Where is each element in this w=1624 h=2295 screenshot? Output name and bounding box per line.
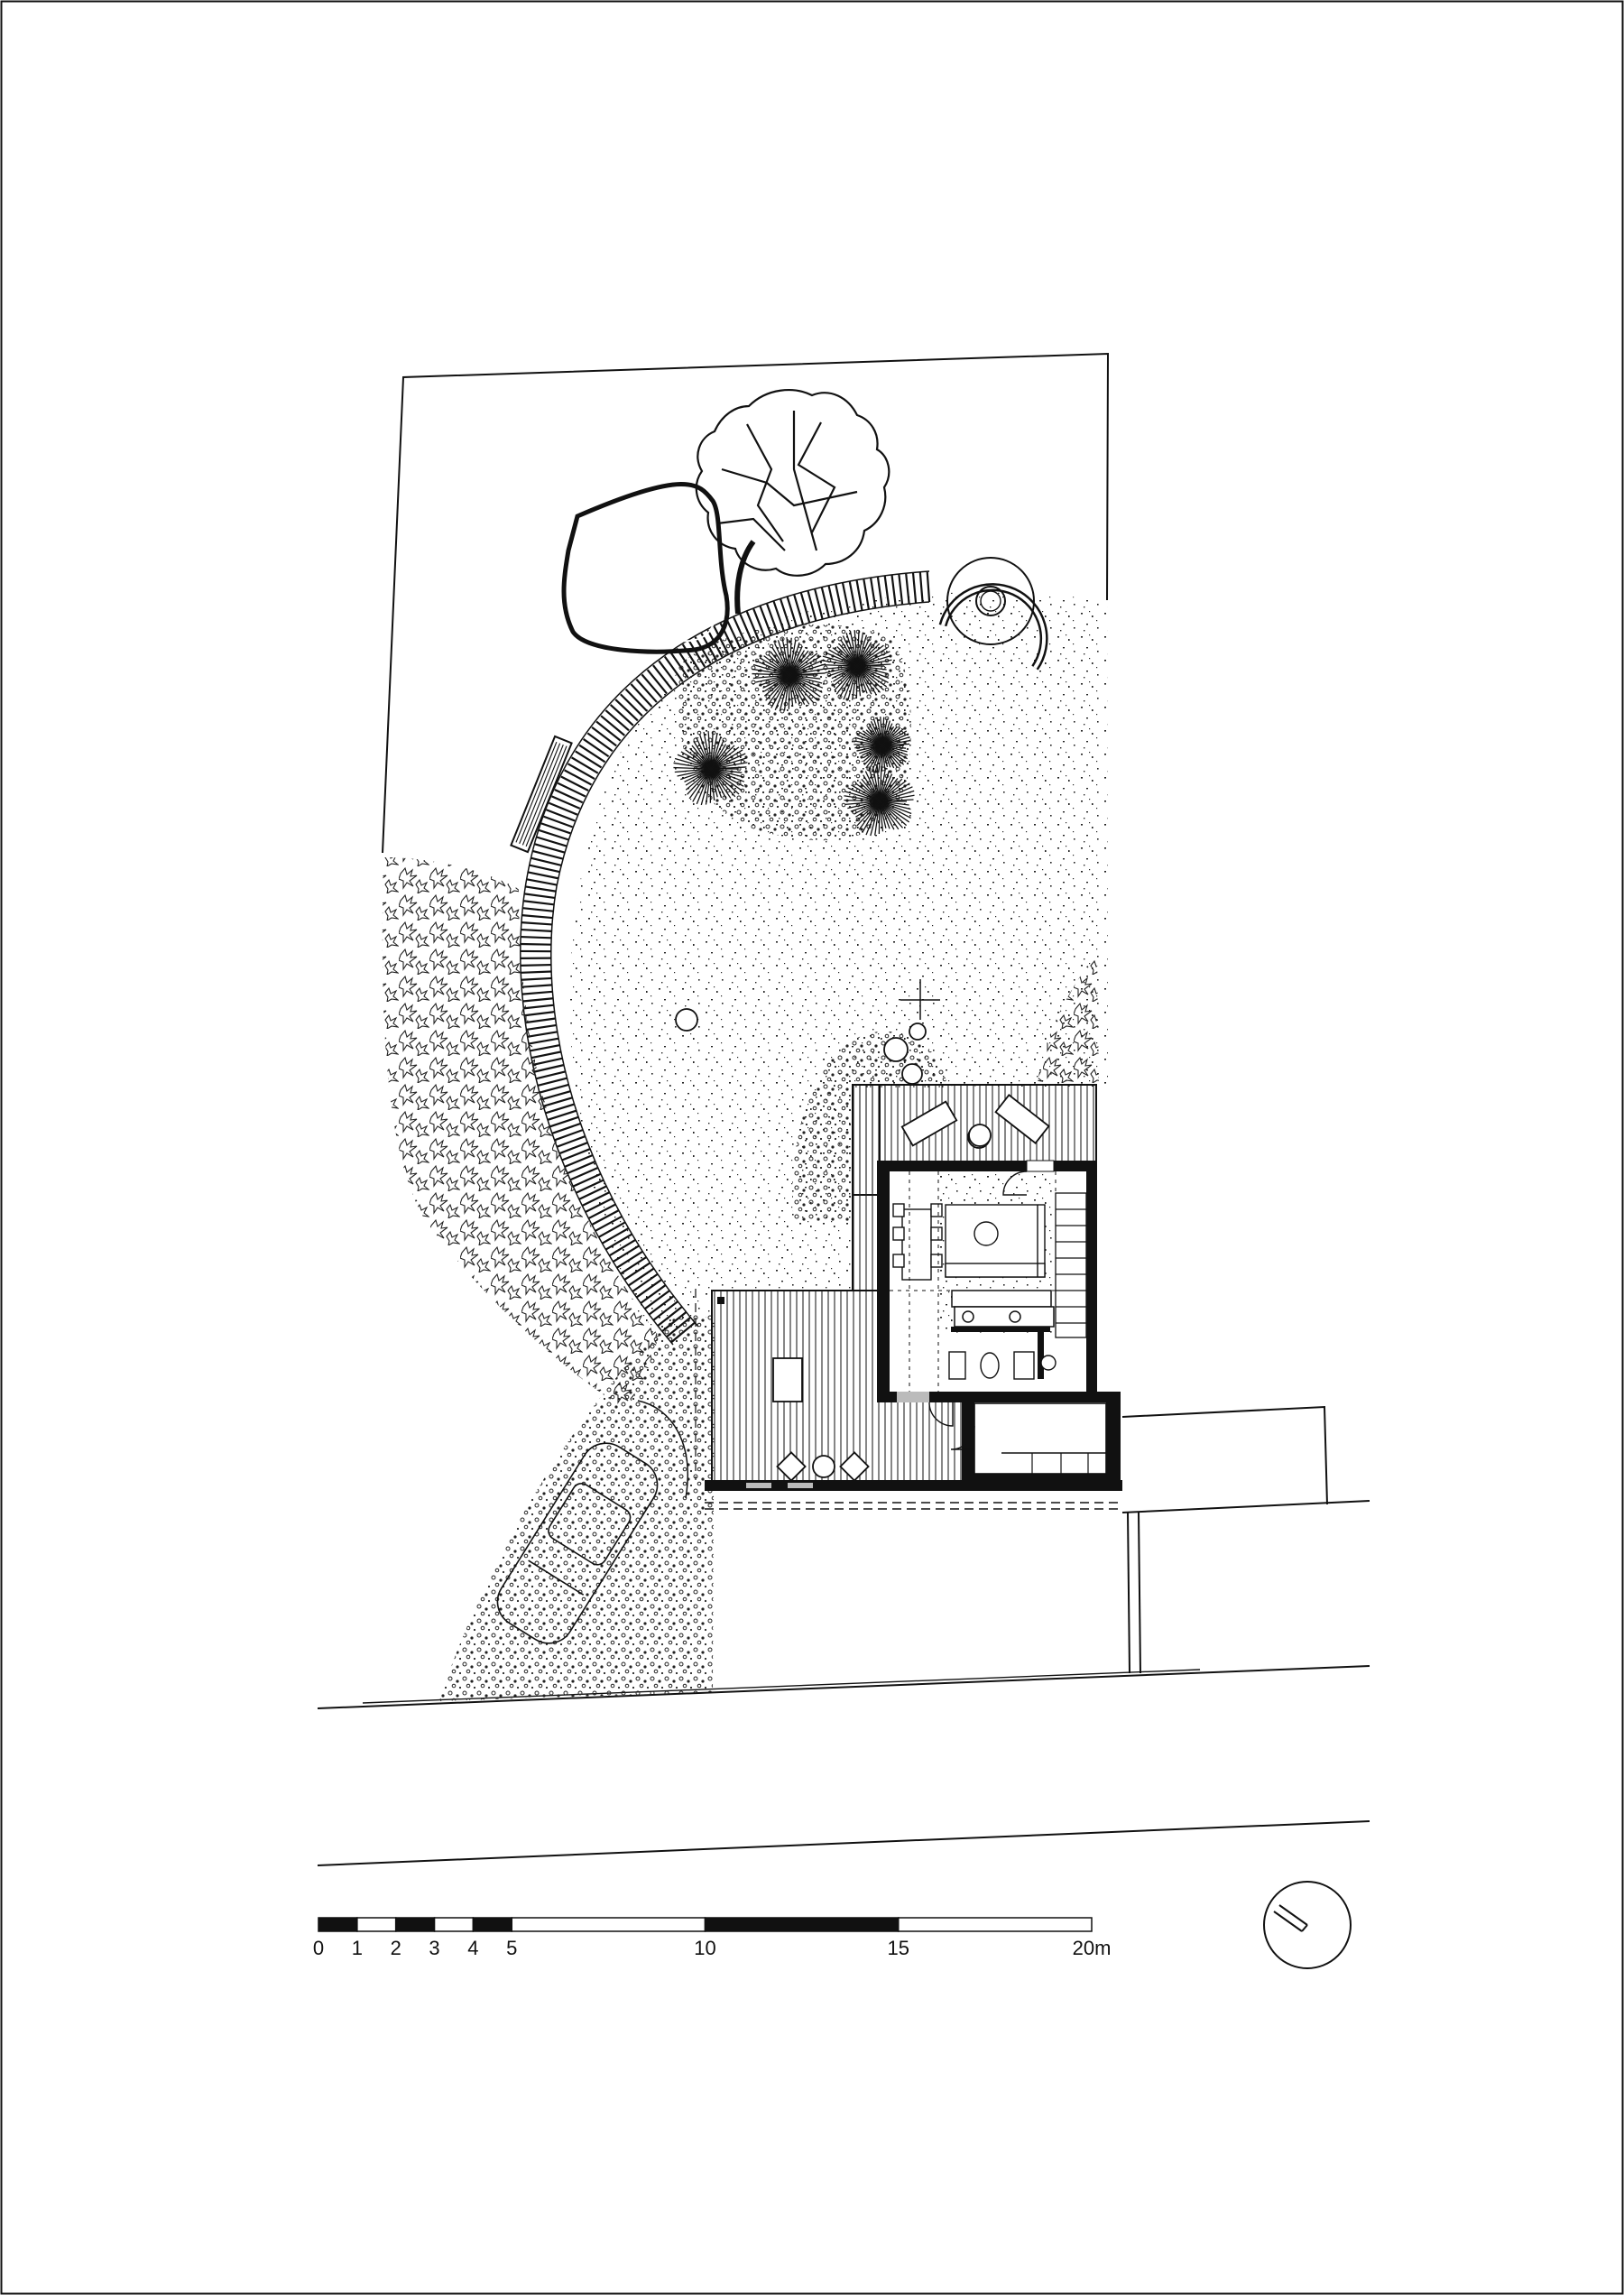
palm-trees [673, 630, 915, 837]
shrub-belt [382, 857, 659, 1408]
scale-bar-label: 3 [429, 1937, 439, 1959]
north-arrow-icon [1263, 1881, 1352, 1969]
scale-bar-segment [472, 1917, 513, 1932]
shrub-patch-east [1038, 952, 1099, 1083]
scale-bar-segment [433, 1917, 475, 1932]
garden-pond [561, 482, 730, 654]
scale-bar-label: 0 [313, 1937, 324, 1959]
round-pavilion [938, 557, 1048, 671]
scale-bar-label: 5 [506, 1937, 517, 1959]
scale-bar-label: 4 [467, 1937, 478, 1959]
palm-tree-icon [854, 717, 910, 773]
palm-tree-icon [752, 637, 826, 712]
deciduous-tree-icon [695, 389, 890, 615]
scale-bar-segment [704, 1917, 900, 1932]
scale-bar-label: 15 [888, 1937, 909, 1959]
crosshair-marker [900, 979, 940, 1020]
palm-tree-icon [821, 630, 892, 701]
scale-bar: 0 1 2 3 4 5 10 15 20m [313, 1917, 1112, 1959]
scale-bar-label: 20m [1073, 1937, 1112, 1959]
scale-bar-label: 2 [391, 1937, 401, 1959]
property-boundary [382, 352, 1110, 854]
scale-bar-segment [356, 1917, 397, 1932]
scale-bar-label: 1 [352, 1937, 363, 1959]
deck-post [695, 1289, 724, 1480]
scale-bar-segment [318, 1917, 358, 1932]
neighbour-lot [1121, 1405, 1370, 1674]
deck-furniture [772, 1357, 870, 1482]
car-icon [496, 1442, 659, 1644]
scale-bar-label: 10 [694, 1937, 715, 1959]
palm-tree-icon [844, 765, 915, 837]
sun-loungers [900, 1094, 1050, 1147]
scale-bar-segment [898, 1917, 1093, 1932]
garden-bench [510, 735, 573, 854]
pebble-driveway [439, 1313, 715, 1701]
palm-tree-icon [673, 731, 748, 806]
house-floor-plan [877, 1160, 1121, 1486]
scale-bar-segment [511, 1917, 706, 1932]
gate-swing [637, 1400, 688, 1499]
scale-bar-segment [394, 1917, 436, 1932]
